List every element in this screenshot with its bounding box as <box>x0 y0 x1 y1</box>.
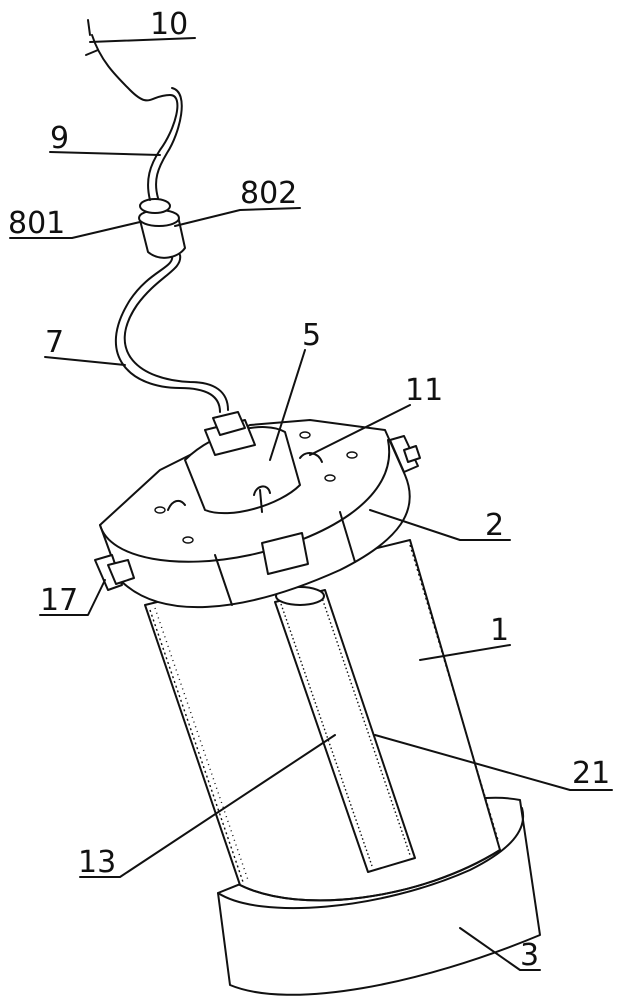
ref-7: 7 <box>45 325 64 360</box>
ref-802: 802 <box>240 176 297 211</box>
ref-5: 5 <box>302 318 321 353</box>
ref-10: 10 <box>150 7 188 42</box>
ref-1: 1 <box>490 613 509 648</box>
ref-11: 11 <box>405 373 443 408</box>
ref-801: 801 <box>8 206 65 241</box>
ref-13: 13 <box>78 845 116 880</box>
ref-21: 21 <box>572 756 610 791</box>
ref-3: 3 <box>520 938 539 973</box>
ref-2: 2 <box>485 508 504 543</box>
ref-17: 17 <box>40 583 78 618</box>
hose <box>116 255 228 412</box>
ref-9: 9 <box>50 121 69 156</box>
coupling <box>139 199 185 258</box>
tube <box>86 20 182 200</box>
